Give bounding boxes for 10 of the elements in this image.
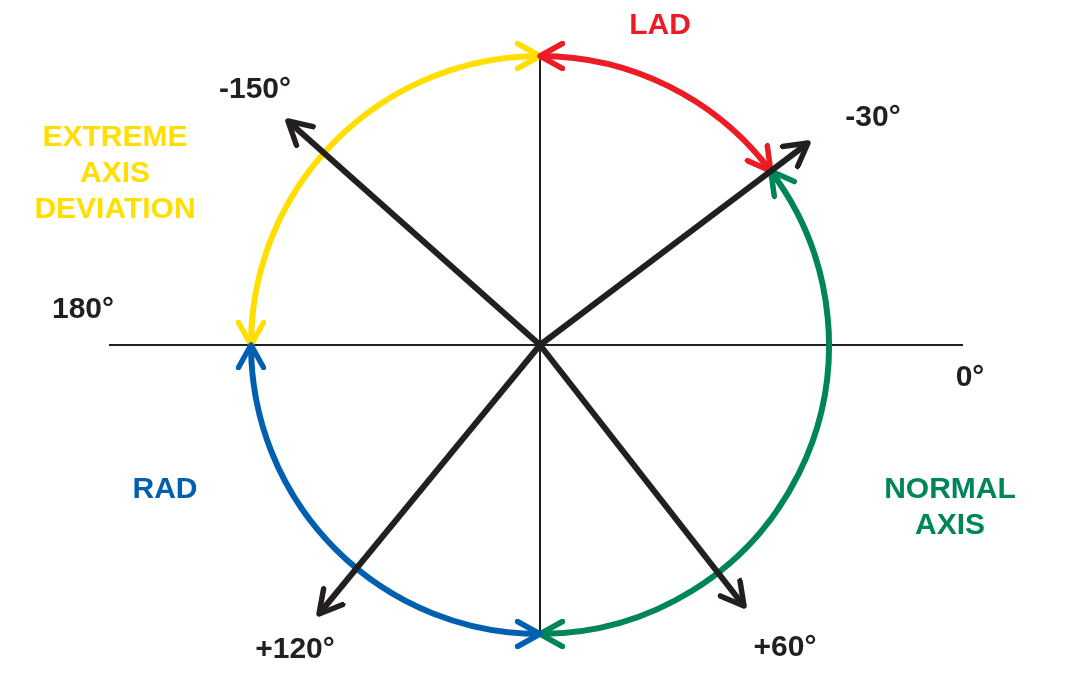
region-label: LAD — [628, 6, 692, 42]
angle-label: -30° — [844, 98, 902, 134]
angle-label: 0° — [954, 358, 986, 394]
angle-label: 180° — [50, 290, 116, 326]
region-label: RAD — [131, 470, 199, 506]
angle-label: +60° — [752, 628, 818, 664]
angle-label: -150° — [217, 70, 292, 106]
region-label: NORMAL AXIS — [883, 470, 1017, 542]
region-label: EXTREME AXIS DEVIATION — [33, 118, 197, 226]
angle-label: +120° — [254, 630, 336, 666]
